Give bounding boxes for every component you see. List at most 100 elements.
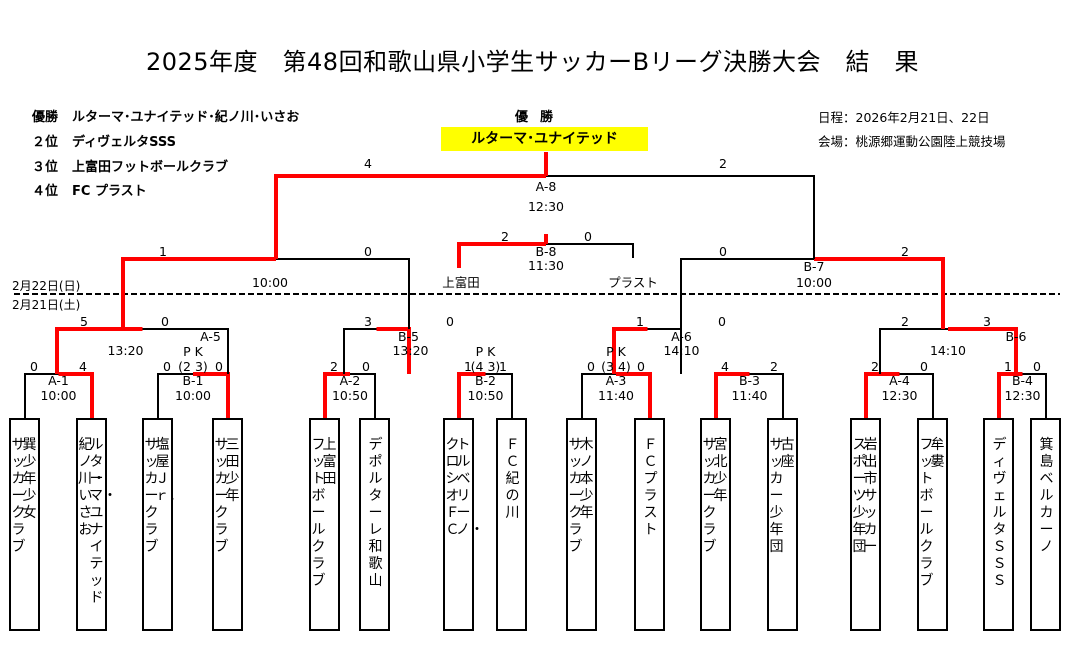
team-box: ディヴェルタＳＳＳ <box>983 418 1014 631</box>
schedule-info: 日程：2026年2月21日、22日 <box>818 110 990 125</box>
score: 4 <box>79 359 87 374</box>
score: 0 <box>1033 359 1041 374</box>
score: 0 <box>637 359 645 374</box>
team-name: 木ノ本少年 <box>579 437 594 521</box>
date-day2: 2月22日(日) <box>12 279 81 293</box>
score: 3 <box>364 314 372 329</box>
bracket-line <box>323 372 350 418</box>
team-name: ルターマ・ユナイテッド <box>89 437 117 606</box>
venue-info: 会場：桃源郷運動公園陸上競技場 <box>818 134 1006 149</box>
bracket-line <box>612 327 648 374</box>
team-box: デポルターレ和歌山 <box>359 418 390 631</box>
champion-box: ルターマ･ユナイテッド <box>441 127 648 151</box>
team-name: ディヴェルタＳＳＳ <box>992 437 1007 589</box>
score: 0 <box>30 359 38 374</box>
bracket-line <box>24 373 59 418</box>
team-name: 宮北少年 <box>713 437 728 504</box>
bracket-line <box>58 372 94 418</box>
rank-team: ディヴェルタSSS <box>72 135 177 150</box>
match-time: 10:00 <box>174 388 212 403</box>
team-name: 古座 <box>780 437 795 470</box>
pk-label: P K <box>606 344 626 359</box>
score: 2 <box>871 359 879 374</box>
team-box: ＦＣプラスト <box>634 418 665 631</box>
bracket-line <box>485 373 513 418</box>
match-id: B-4 <box>1011 373 1034 388</box>
match-id: A-1 <box>48 373 69 388</box>
team-name: スポーツ少年団 <box>852 437 867 555</box>
score: 2 <box>719 156 727 171</box>
match-time: 14:10 <box>929 343 967 358</box>
pk-score: (2 3) <box>178 359 208 374</box>
pk-score: (3 4) <box>601 359 631 374</box>
team-name: 岩出市サッカー <box>863 437 878 555</box>
team-name: フットボールクラブ <box>311 437 326 589</box>
bracket-line <box>714 372 750 418</box>
bracket-line <box>274 174 546 259</box>
score: 1 <box>464 359 472 374</box>
page-title: 2025年度 第48回和歌山県小学生サッカーBリーグ決勝大会 結 果 <box>145 48 920 76</box>
team-box: トルベリーノ・クロシオＦＣ <box>443 418 484 631</box>
bracket-line <box>457 242 546 268</box>
score: 0 <box>718 314 726 329</box>
score: 0 <box>163 359 171 374</box>
score: 2 <box>501 229 509 244</box>
rank-label: ４位 <box>32 184 59 199</box>
score: 1 <box>1004 359 1012 374</box>
match-time: 14:10 <box>663 343 700 358</box>
match-time: 13:20 <box>107 343 144 358</box>
rank-label: ２位 <box>32 135 59 150</box>
match-time: 11:40 <box>597 388 635 403</box>
bracket-line <box>276 258 410 329</box>
score: 4 <box>721 359 729 374</box>
score: 0 <box>215 359 223 374</box>
match-id: B-3 <box>738 373 761 388</box>
team-box: 古座サッカー少年団 <box>767 418 798 631</box>
rank-team: FC プラスト <box>72 184 147 199</box>
team-box: 岩出市サッカースポーツ少年団 <box>850 418 881 631</box>
team-name: 紀ノ川・いさお <box>78 437 106 538</box>
match-id: B-7 <box>803 259 825 274</box>
team-name: トルベリーノ・ <box>456 437 484 538</box>
match-id: B-1 <box>182 373 204 388</box>
bracket-line <box>142 328 229 374</box>
bracket-line <box>546 243 634 258</box>
match-id: A-5 <box>200 329 221 344</box>
rank-label: 優勝 <box>32 110 59 125</box>
ranking-1: 優勝ルターマ･ユナイテッド･紀ノ川･いさお <box>32 106 299 125</box>
bracket-line <box>616 372 652 418</box>
match-time: 11:40 <box>731 388 768 403</box>
team-name: 箕島ベルカーノ <box>1039 437 1054 555</box>
pk-label: P K <box>183 344 203 359</box>
team-box: 上富田フットボールクラブ <box>309 418 340 631</box>
rank-label: ３位 <box>32 160 59 175</box>
score: 0 <box>920 359 928 374</box>
match-time: 11:30 <box>527 258 565 273</box>
match-id: B-6 <box>1005 329 1027 344</box>
team-box: ルターマ・ユナイテッド紀ノ川・いさお <box>76 418 117 631</box>
bracket-line <box>864 372 900 418</box>
team-box: ＦＣ紀の川 <box>496 418 527 631</box>
team-name: 上富田 <box>322 437 337 487</box>
team-short: 上富田 <box>442 275 480 290</box>
score: 2 <box>770 359 778 374</box>
bracket-line <box>749 373 784 418</box>
score: 1 <box>159 244 167 259</box>
team-box: 牟婁フットボールクラブ <box>917 418 948 631</box>
score: 2 <box>901 244 909 259</box>
match-time: 13:20 <box>392 343 429 358</box>
team-name: クロシオＦＣ <box>445 437 460 538</box>
match-time: 10:50 <box>331 388 369 403</box>
team-box: 三田少年サッカークラブ <box>212 418 243 631</box>
match-id: B-8 <box>535 244 557 259</box>
bracket-line <box>879 328 948 374</box>
team-name: サッカークラブ <box>568 437 583 555</box>
ranking-3: ３位上富田フットボールクラブ <box>32 156 228 175</box>
match-id: A-8 <box>535 179 557 194</box>
team-box: 宮北少年サッカークラブ <box>700 418 731 631</box>
match-id: B-5 <box>397 329 420 344</box>
date-day1: 2月21日(土) <box>12 298 81 312</box>
match-time: 10:00 <box>40 388 77 403</box>
bracket-line <box>55 327 143 374</box>
